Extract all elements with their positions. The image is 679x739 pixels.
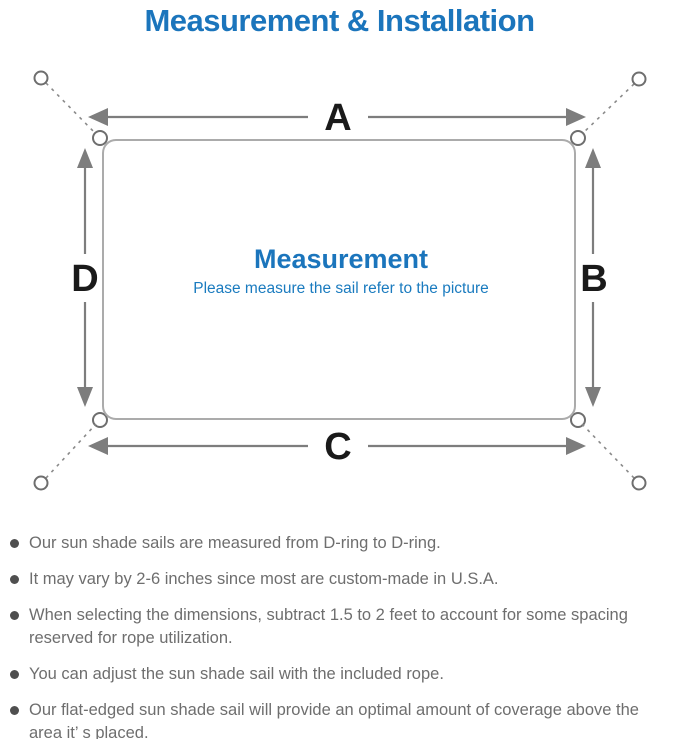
note-text: When selecting the dimensions, subtract … (29, 606, 628, 647)
dimension-arrow-d (77, 148, 93, 407)
guy-line (45, 82, 97, 135)
anchor-point-icon (33, 475, 49, 491)
d-ring-icon (570, 412, 586, 428)
sail-outline (102, 139, 576, 420)
note-text: It may vary by 2-6 inches since most are… (29, 570, 499, 588)
bullet-dot-icon (10, 611, 19, 620)
guy-line (45, 423, 97, 479)
anchor-point-icon (631, 475, 647, 491)
d-ring-icon (570, 130, 586, 146)
diagram-center-title: Measurement (254, 244, 428, 274)
note-text: Our sun shade sails are measured from D-… (29, 534, 441, 552)
dimension-arrow-b (585, 148, 601, 407)
page-title: Measurement & Installation (144, 3, 535, 38)
bullet-dot-icon (10, 539, 19, 548)
bullet-dot-icon (10, 706, 19, 715)
list-item: It may vary by 2-6 inches since most are… (10, 568, 673, 591)
list-item: Our sun shade sails are measured from D-… (10, 532, 673, 555)
bullet-dot-icon (10, 670, 19, 679)
dimension-label-a: A (324, 97, 351, 139)
measurement-diagram: A C D B Measurement Please measure the s… (33, 70, 647, 491)
diagram-center-subtitle: Please measure the sail refer to the pic… (193, 280, 489, 297)
list-item: When selecting the dimensions, subtract … (10, 604, 673, 650)
anchor-point-icon (631, 71, 647, 87)
guy-line (581, 423, 635, 479)
dimension-label-d: D (71, 258, 98, 300)
note-text: You can adjust the sun shade sail with t… (29, 665, 444, 683)
measurement-notes-list: Our sun shade sails are measured from D-… (0, 528, 679, 739)
list-item: Our flat-edged sun shade sail will provi… (10, 699, 673, 739)
dimension-arrow-c (88, 437, 586, 455)
dimension-label-c: C (324, 426, 351, 468)
d-ring-icon (92, 130, 108, 146)
list-item: You can adjust the sun shade sail with t… (10, 663, 673, 686)
dimension-label-b: B (580, 258, 607, 300)
d-ring-icon (92, 412, 108, 428)
dimension-arrow-a (88, 108, 586, 126)
note-text: Our flat-edged sun shade sail will provi… (29, 701, 639, 739)
bullet-dot-icon (10, 575, 19, 584)
guy-line (581, 83, 635, 135)
anchor-point-icon (33, 70, 49, 86)
